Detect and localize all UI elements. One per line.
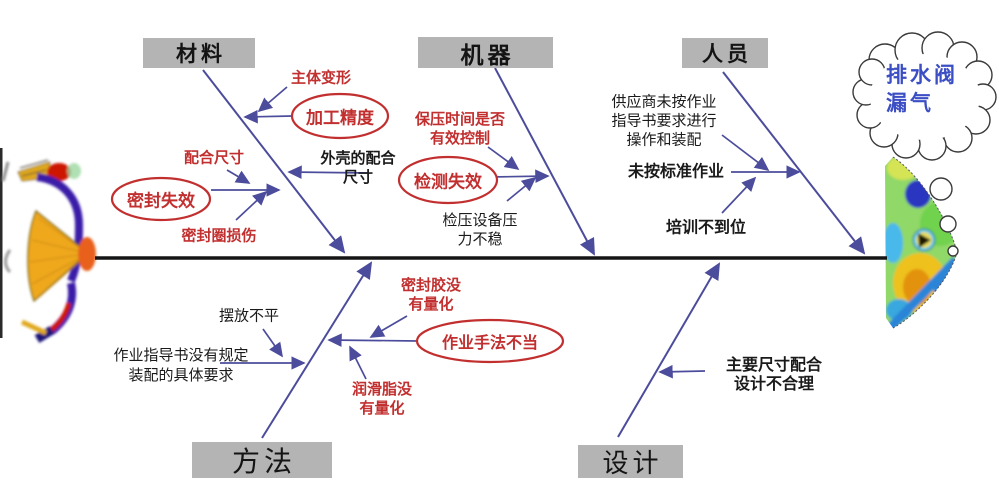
arrow-machining-accuracy [243, 109, 293, 124]
fish-tail-graphic [0, 148, 96, 343]
category-box-design: 设计 [578, 445, 683, 478]
cause-pressure-unstable: 检压设备压 力不稳 [442, 212, 518, 248]
arrow-training-gap [721, 176, 757, 214]
cause-fit-dimension: 配合尺寸 [183, 149, 245, 167]
cause-body-deformation: 主体变形 [290, 69, 352, 87]
arrow-fit-design [658, 364, 706, 379]
arrow-fit-dimension [226, 169, 251, 184]
arrow-grease [349, 345, 367, 380]
cause-sealant-not-quantified: 密封胶没 有量化 [400, 277, 462, 313]
cause-training-gap: 培训不到位 [665, 219, 747, 237]
emphasis-ellipses [110, 92, 565, 364]
effect-label: 排水阀 漏气 [886, 62, 958, 118]
cause-nonstandard-operation: 未按标准作业 [627, 163, 725, 181]
cause-detection-failure: 检测失效 [414, 172, 482, 192]
arrow-supplier [721, 134, 770, 172]
personnel-bone [722, 71, 866, 255]
arrow-seal-ring-damage [235, 190, 268, 221]
method-bone [261, 261, 373, 439]
machine-bone [494, 67, 595, 256]
ellipse-detection-failure [397, 155, 499, 205]
arrow-body-deformation [257, 86, 288, 113]
ellipse-improper-technique [415, 318, 565, 364]
category-bones [202, 67, 866, 439]
arrow-pressure-unstable [506, 176, 537, 202]
effect-line-2: 漏气 [886, 92, 934, 115]
cause-improper-technique: 作业手法不当 [441, 335, 539, 352]
category-box-method: 方法 [192, 442, 332, 478]
thought-cloud [852, 31, 997, 161]
cause-fit-design-unreasonable: 主要尺寸配合 设计不合理 [725, 357, 823, 393]
ellipse-machining-accuracy [290, 92, 390, 140]
thought-bubbles [929, 177, 959, 257]
cause-machining-accuracy: 加工精度 [306, 108, 374, 128]
cause-arrows [211, 86, 801, 380]
cause-holding-time: 保压时间是否 有效控制 [414, 111, 506, 147]
arrow-detection-failure [489, 169, 550, 184]
cause-supplier-not-following: 供应商未按作业 指导书要求进行 操作和装配 [611, 93, 717, 149]
fish-head-graphic [885, 156, 958, 329]
cause-seal-ring-damage: 密封圈损伤 [181, 227, 257, 245]
category-box-machine: 机器 [418, 37, 553, 68]
design-bone [617, 262, 721, 438]
arrow-improper-technique [327, 333, 419, 347]
cause-seal-failure: 密封失效 [127, 191, 195, 211]
cause-housing-fit-dimension: 外壳的配合 尺寸 [320, 150, 396, 186]
arrow-holding-time [487, 146, 520, 171]
cause-grease-not-quantified: 润滑脂没 有量化 [351, 381, 413, 417]
cause-uneven-placement: 摆放不平 [218, 307, 280, 325]
category-box-personnel: 人员 [682, 38, 768, 68]
ellipse-seal-failure [110, 176, 212, 222]
arrow-uneven-placement [262, 328, 283, 358]
arrow-sealant [369, 315, 408, 338]
effect-line-1: 排水阀 [886, 64, 958, 87]
arrow-housing-fit [287, 165, 370, 179]
material-bone [202, 69, 346, 254]
cause-instruction-gap: 作业指导书没有规定 装配的具体要求 [113, 347, 249, 384]
category-box-material: 材料 [143, 38, 255, 68]
